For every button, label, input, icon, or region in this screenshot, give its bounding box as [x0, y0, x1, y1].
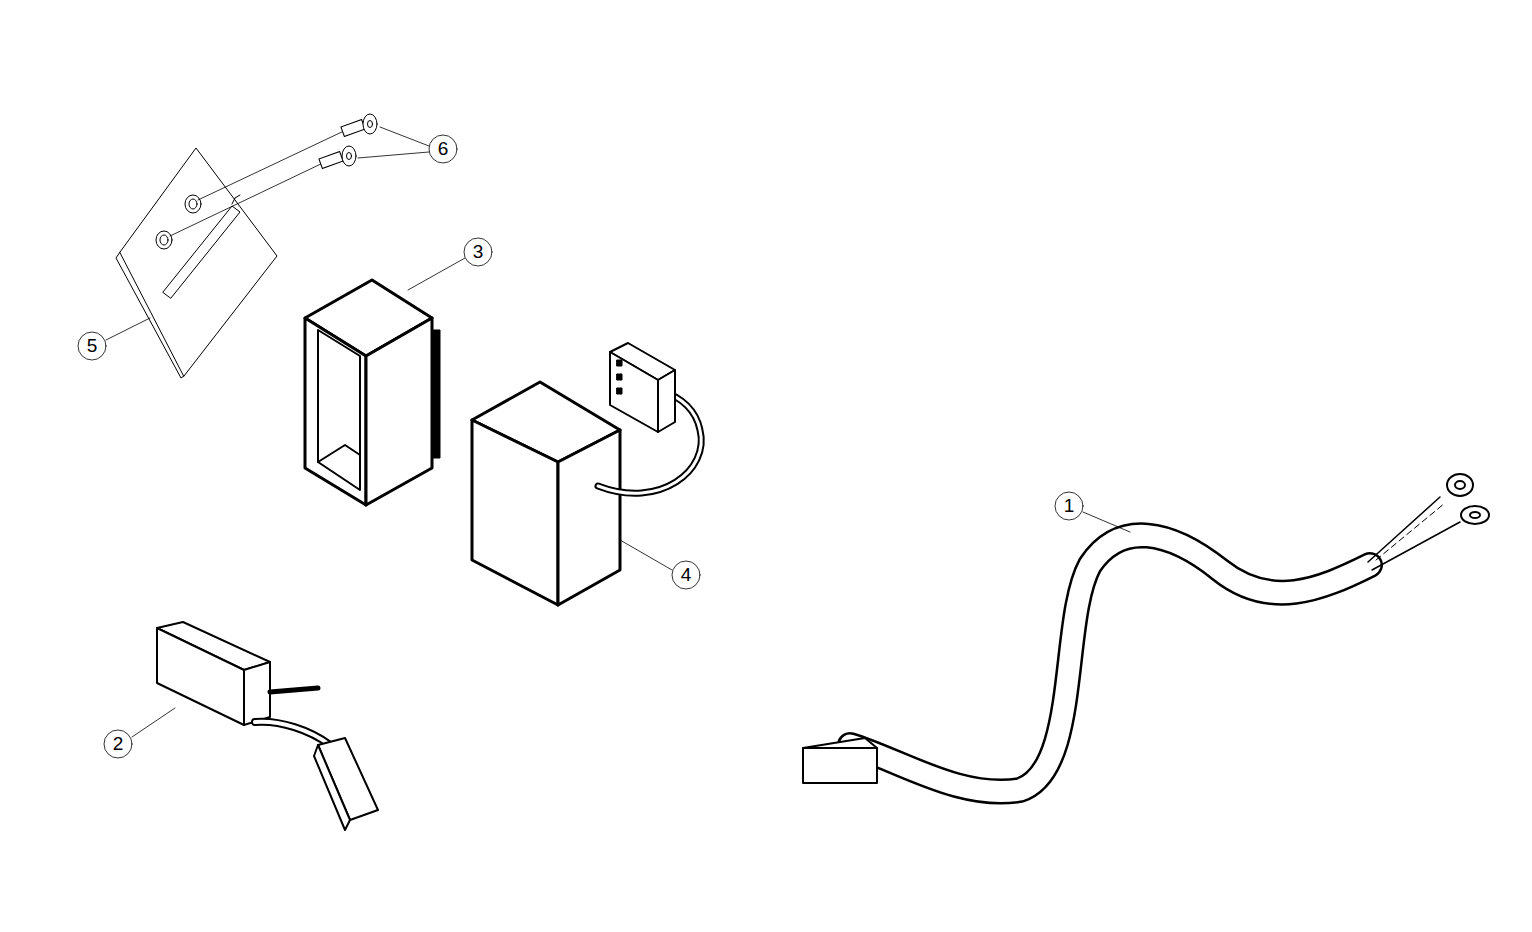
callout-number: 6: [430, 136, 456, 162]
module: [472, 343, 701, 605]
small-unit: [157, 622, 378, 830]
callout-number: 1: [1056, 493, 1082, 519]
callout-circles: [78, 135, 1083, 758]
housing: [305, 280, 440, 505]
callout-number: 2: [105, 731, 131, 757]
callout-number: 4: [673, 562, 699, 588]
screws: [319, 114, 377, 168]
cable-harness: [803, 474, 1489, 792]
callout-number: 3: [465, 239, 491, 265]
callout-number: 5: [79, 333, 105, 359]
leader-lines: [106, 127, 1130, 737]
